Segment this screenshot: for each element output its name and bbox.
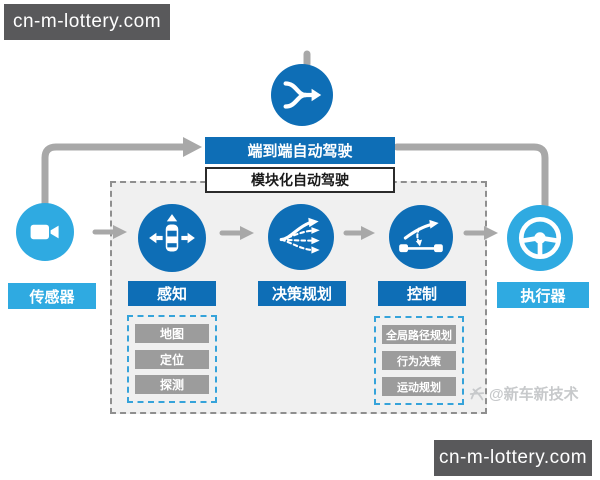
decision-planning-node [268, 204, 334, 270]
control-submodules-panel: 全局路径规划 行为决策 运动规划 [374, 316, 464, 405]
perception-node [138, 204, 206, 272]
diverging-paths-icon [279, 217, 320, 254]
watermark-logo-icon [469, 386, 485, 400]
vehicle-trajectory-icon [399, 219, 443, 253]
merging-paths-icon [283, 81, 322, 109]
watermark-top-left: cn-m-lottery.com [4, 4, 170, 40]
perception-label: 感知 [128, 281, 216, 306]
car-direction-arrows-icon [149, 214, 195, 252]
submodule-detection: 探测 [135, 375, 209, 394]
credit-watermark: @新车新技术 [468, 383, 579, 404]
end-to-end-node [271, 64, 333, 126]
steering-wheel-icon [518, 216, 562, 260]
decision-planning-label: 决策规划 [258, 281, 346, 306]
perception-submodules-panel: 地图 定位 探测 [127, 315, 217, 403]
actuator-node [507, 205, 573, 271]
control-node [389, 205, 453, 269]
credit-text: @新车新技术 [489, 386, 579, 403]
sensor-label: 传感器 [8, 283, 96, 309]
end-to-end-banner: 端到端自动驾驶 [205, 137, 395, 164]
sensor-node [16, 203, 74, 261]
video-camera-icon [30, 224, 59, 240]
submodule-motion-planning: 运动规划 [382, 377, 456, 396]
actuator-label: 执行器 [497, 282, 589, 308]
modular-banner: 模块化自动驾驶 [205, 167, 395, 193]
submodule-behavior-decision: 行为决策 [382, 351, 456, 370]
submodule-localization: 定位 [135, 349, 209, 369]
watermark-bottom-right: cn-m-lottery.com [434, 440, 592, 476]
control-label: 控制 [378, 281, 466, 306]
submodule-map: 地图 [135, 324, 209, 343]
submodule-global-path-planning: 全局路径规划 [382, 325, 456, 344]
